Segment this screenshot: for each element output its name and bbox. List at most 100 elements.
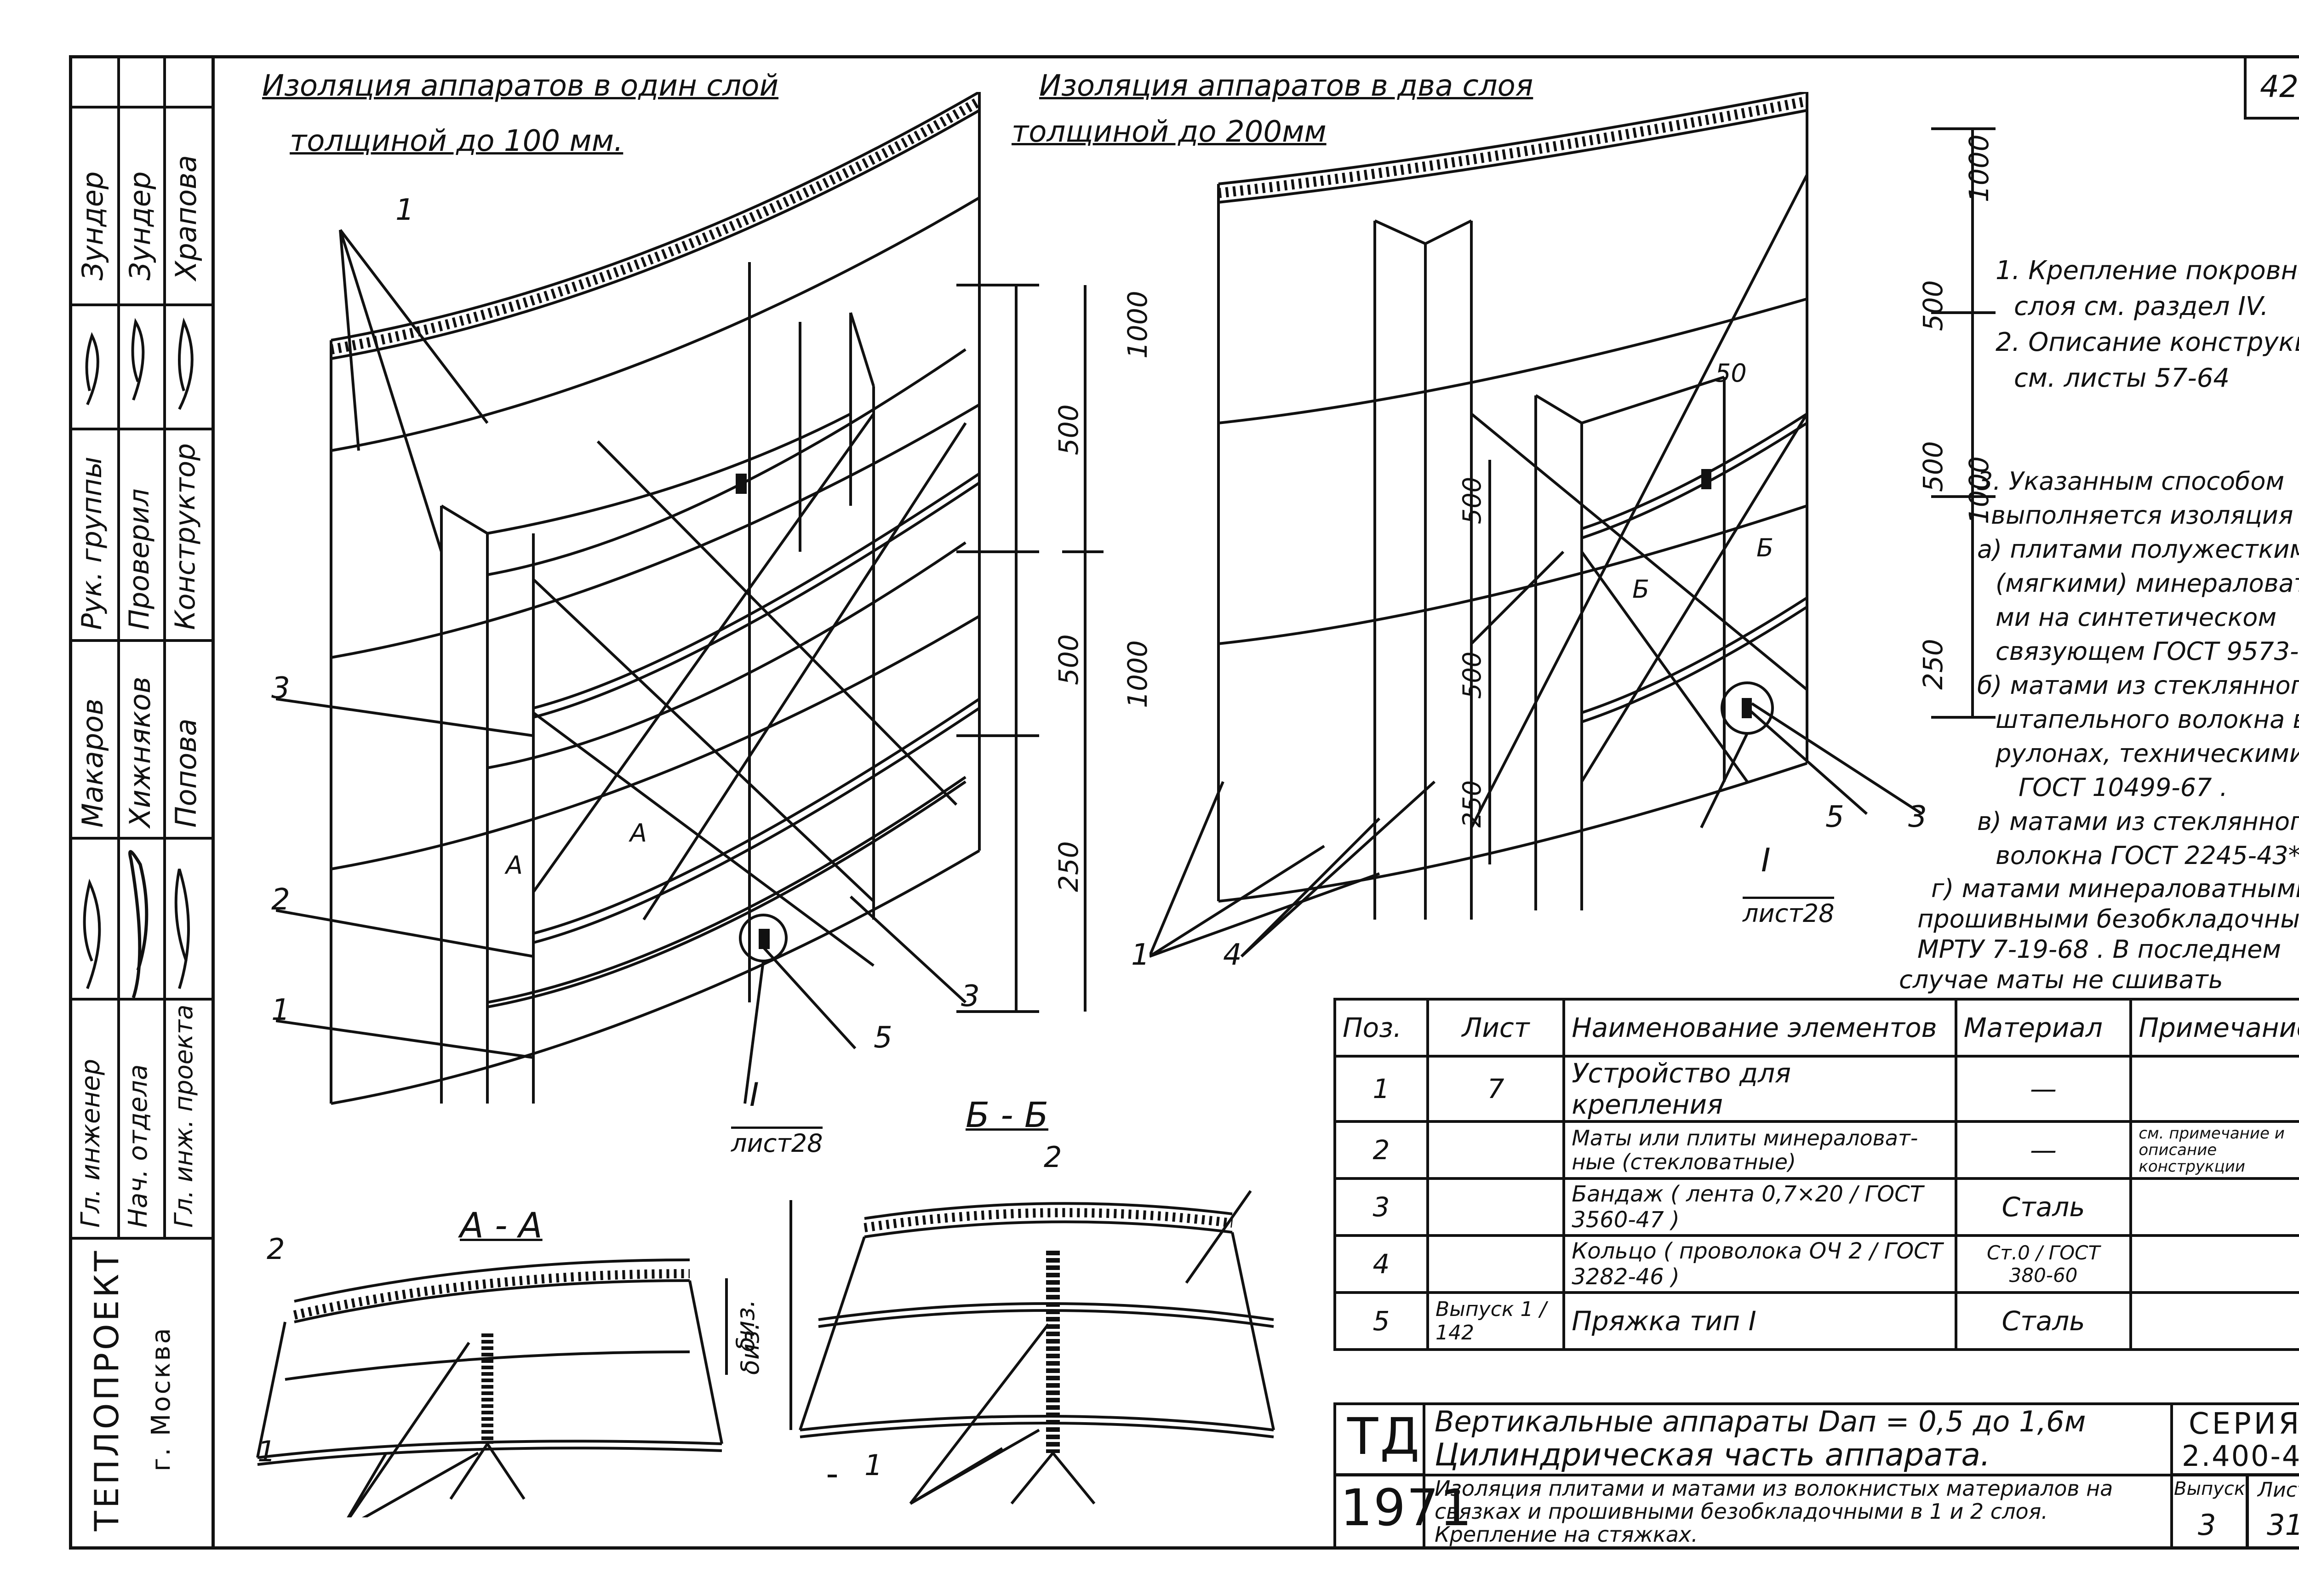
note-b3: рулонах, техническими bbox=[1996, 739, 2299, 768]
stamp-row-line bbox=[69, 303, 212, 306]
callout-3-left: 3 bbox=[271, 671, 290, 705]
note-1b: слоя см. раздел IV. bbox=[2014, 292, 2269, 321]
node-mark-right: I bbox=[1761, 841, 1771, 879]
note-d2: прошивными безобкладочными bbox=[1917, 904, 2299, 933]
callout-r-5: 5 bbox=[1825, 800, 1844, 834]
issue-label: Выпуск bbox=[2174, 1478, 2245, 1499]
spec-cell bbox=[2129, 1291, 2299, 1351]
notes-d: г) матами минераловатными прошивными без… bbox=[1899, 874, 2299, 995]
dim-r-250-b: 250 bbox=[1458, 780, 1487, 828]
dim-r-250: 250 bbox=[1917, 639, 1949, 690]
note-a4: связующем ГОСТ 9573-66 bbox=[1996, 637, 2299, 666]
dim-500-b: 500 bbox=[1053, 634, 1084, 685]
dim-250: 250 bbox=[1053, 841, 1084, 892]
callout-2: 2 bbox=[271, 883, 290, 917]
title-year-cell bbox=[1333, 1474, 1425, 1550]
spec-cell: Выпуск 1 / 142 bbox=[1426, 1291, 1566, 1351]
stamp-row-line bbox=[69, 428, 212, 430]
spec-row: 2 Маты или плиты минераловат-ные (стекло… bbox=[1333, 1120, 2299, 1180]
note-a3: ми на синтетическом bbox=[1996, 603, 2277, 632]
spec-row: 5 Выпуск 1 / 142 Пряжка тип I Сталь bbox=[1333, 1291, 2299, 1351]
stamp-role-4: Гл. инженер bbox=[76, 1058, 106, 1228]
note-2a: 2. Описание конструкции bbox=[1996, 327, 2299, 357]
note-b2: штапельного волокна в bbox=[1996, 705, 2299, 734]
spec-cell: — bbox=[1954, 1120, 2133, 1180]
title-line-1: Вертикальные аппараты Dап = 0,5 до 1,6м bbox=[1435, 1405, 2086, 1438]
spec-table: Поз. Лист Наименование элементов Материа… bbox=[1333, 998, 2299, 1351]
title-year: 1971 bbox=[1340, 1478, 1473, 1537]
spec-cell: 2 bbox=[1333, 1120, 1429, 1180]
note-d3: МРТУ 7-19-68 . В последнем bbox=[1917, 935, 2282, 964]
dim-r-500-d: 500 bbox=[1458, 651, 1487, 699]
note-d4: случае маты не сшивать bbox=[1899, 965, 2223, 994]
note-3: 3. Указанным способом bbox=[1977, 467, 2285, 496]
spec-cell bbox=[1426, 1234, 1566, 1294]
heading-one-layer-thickness: толщиной до 100 мм. bbox=[290, 124, 623, 158]
spec-header-sheet: Лист bbox=[1426, 998, 1566, 1058]
note-1a: 1. Крепление покровного bbox=[1996, 256, 2299, 286]
heading-two-layer: Изоляция аппаратов в два слоя bbox=[1039, 69, 1533, 103]
spec-row: 4 Кольцо ( проволока ОЧ 2 / ГОСТ 3282-46… bbox=[1333, 1234, 2299, 1294]
spec-cell: Устройство для крепления bbox=[1562, 1055, 1957, 1123]
series-number: 2.400-4 bbox=[2182, 1439, 2299, 1473]
series-label: СЕРИЯ bbox=[2189, 1407, 2299, 1441]
spec-cell: 5 bbox=[1333, 1291, 1429, 1351]
sheet-value: 31 bbox=[2267, 1508, 2299, 1542]
heading-one-layer: Изоляция аппаратов в один слой bbox=[262, 69, 779, 103]
note-a2: (мягкими) минераловатны- bbox=[1996, 569, 2299, 598]
section-bb-title: Б - Б bbox=[966, 1094, 1049, 1135]
title-sheet-cell bbox=[2246, 1474, 2299, 1550]
section-aa-title: А - А bbox=[460, 1205, 543, 1246]
stamp-row-line bbox=[69, 837, 212, 840]
spec-cell: 3 bbox=[1333, 1177, 1429, 1237]
note-3b: выполняется изоляция : bbox=[1991, 501, 2299, 530]
org-name: ТЕПЛОПРОЕКТ bbox=[87, 1248, 126, 1531]
spec-header-pos: Поз. bbox=[1333, 998, 1429, 1058]
spec-cell: Сталь bbox=[1954, 1291, 2133, 1351]
spec-header-note: Примечание bbox=[2129, 998, 2299, 1058]
spec-cell: 4 bbox=[1333, 1234, 1429, 1294]
dim-r-500-b: 500 bbox=[1917, 441, 1949, 492]
bb-thickness: δиз. bbox=[736, 1322, 765, 1375]
spec-cell: 7 bbox=[1426, 1055, 1566, 1123]
title-code: ТД bbox=[1347, 1407, 1422, 1466]
stamp-name-1: Зундер bbox=[76, 171, 109, 280]
note-c1: в) матами из стеклянного bbox=[1977, 807, 2299, 836]
dim-r-500-a: 500 bbox=[1917, 280, 1949, 331]
stamp-name-3: Храпова bbox=[169, 155, 203, 280]
inner-frame-line bbox=[212, 55, 215, 1550]
spec-cell bbox=[2129, 1177, 2299, 1237]
issue-number: 3 bbox=[2198, 1508, 2216, 1542]
spec-cell: — bbox=[1954, 1055, 2133, 1123]
dim-r-50: 50 bbox=[1715, 359, 1747, 388]
callout-r-1: 1 bbox=[1131, 938, 1150, 972]
note-2b: см. листы 57-64 bbox=[2014, 363, 2230, 393]
bb-callout-2: 2 bbox=[1044, 1140, 1062, 1174]
notes-3: 3. Указанным способом выполняется изоляц… bbox=[1977, 464, 2299, 873]
note-a1: а) плитами полужесткими bbox=[1977, 535, 2299, 564]
org-city: г. Москва bbox=[146, 1326, 176, 1471]
callout-1-top: 1 bbox=[395, 193, 414, 227]
spec-cell: Бандаж ( лента 0,7×20 / ГОСТ 3560-47 ) bbox=[1562, 1177, 1957, 1237]
section-mark-b2: Б bbox=[1756, 533, 1774, 562]
spec-cell: Пряжка тип I bbox=[1562, 1291, 1957, 1351]
dim-r-1000-top: 1000 bbox=[1963, 134, 1995, 202]
stamp-role-5: Нач. отдела bbox=[123, 1064, 153, 1228]
stamp-name-2: Зундер bbox=[123, 171, 157, 280]
dim-1000-top: 1000 bbox=[1122, 291, 1153, 359]
bb-callout-1: 1 bbox=[864, 1448, 883, 1482]
section-mark-b1: Б bbox=[1632, 575, 1650, 604]
sheet-number: 42 bbox=[2260, 69, 2299, 104]
node-mark-left: I bbox=[749, 1076, 759, 1114]
stamp-col-line-1 bbox=[117, 55, 120, 1237]
node-ref-right: лист28 bbox=[1743, 897, 1835, 928]
title-divider bbox=[1425, 1474, 2173, 1476]
spec-row: 3 Бандаж ( лента 0,7×20 / ГОСТ 3560-47 )… bbox=[1333, 1177, 2299, 1237]
drawing-frame bbox=[69, 55, 2299, 1550]
section-bb-drawing bbox=[789, 1190, 1275, 1505]
note-b1: б) матами из стеклянного bbox=[1977, 671, 2299, 700]
aa-callout-1: 1 bbox=[257, 1435, 276, 1468]
spec-header-name: Наименование элементов bbox=[1562, 998, 1957, 1058]
spec-cell: Ст.0 / ГОСТ 380-60 bbox=[1954, 1234, 2133, 1294]
spec-cell bbox=[2129, 1234, 2299, 1294]
